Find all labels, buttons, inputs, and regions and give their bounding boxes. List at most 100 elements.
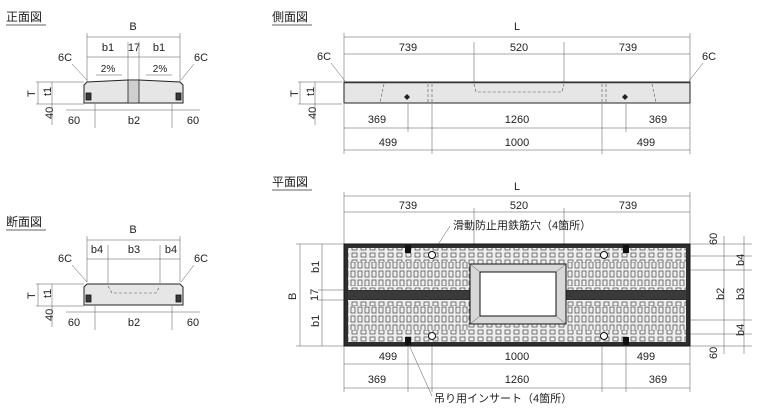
- section-dim-60-right: 60: [187, 317, 199, 329]
- section-dim-b2: b2: [128, 317, 140, 329]
- section-dim-b3: b3: [128, 244, 140, 256]
- front-dim-b2: b2: [128, 115, 140, 127]
- plan-dim-499-right: 499: [637, 351, 655, 363]
- side-dim-L: L: [514, 21, 520, 33]
- plan-dim-520: 520: [510, 200, 528, 212]
- front-insert-right: [175, 92, 182, 101]
- plan-dim-60-bottom: 60: [708, 347, 720, 359]
- front-chamfer-right: 6C: [194, 52, 208, 64]
- section-block-body: [83, 283, 184, 306]
- rebar-hole-br: [600, 332, 608, 340]
- plan-dim-17: 17: [309, 289, 321, 301]
- side-hidden-slope-right: [651, 83, 657, 104]
- plan-note-rebar-holes: 滑動防止用鉄筋穴（4箇所）: [453, 218, 591, 232]
- plan-dim-right-b2: b2: [715, 288, 727, 300]
- side-view: 側面図 L 739 520 739 6C 6C T t1 40: [272, 10, 716, 154]
- section-dim-B: B: [129, 224, 136, 236]
- plan-tread-inner-right: [566, 262, 686, 286]
- plan-lifting-inserts: [405, 245, 629, 345]
- insert-bl: [405, 337, 411, 345]
- plan-dim-1260: 1260: [505, 374, 529, 386]
- rebar-hole-tl: [428, 251, 436, 259]
- section-dim-b4-right: b4: [165, 244, 177, 256]
- side-dim-t1: t1: [305, 87, 317, 96]
- plan-view: 平面図 L 739 520 739 滑動防止用鉄筋穴（4箇所）: [272, 175, 752, 405]
- front-view: 正面図 B b1 17 b1 2% 2% 6C 6C T t1 40: [6, 10, 208, 128]
- section-recess-outline: [107, 285, 161, 294]
- front-joint: [127, 79, 140, 104]
- plan-dim-739-left: 739: [399, 200, 417, 212]
- front-slope-left: 2%: [101, 64, 116, 75]
- side-hidden-slope-left: [379, 83, 385, 104]
- side-chamfer-leader-right: [688, 62, 704, 82]
- side-dim-499-left: 499: [379, 137, 397, 149]
- plan-dim-L: L: [514, 181, 520, 193]
- insert-br: [623, 337, 629, 345]
- plan-view-title: 平面図: [272, 175, 308, 189]
- plan-recess-corner-tr: [555, 263, 567, 273]
- plan-dim-b1-bottom: b1: [310, 315, 322, 327]
- side-dim-40: 40: [307, 107, 319, 119]
- plan-dim-60-top: 60: [708, 233, 720, 245]
- side-dim-T: T: [289, 90, 301, 97]
- side-dim-1000: 1000: [505, 137, 529, 149]
- section-dim-b4-left: b4: [91, 244, 103, 256]
- rebar-hole-tr: [600, 251, 608, 259]
- front-chamfer-left: 6C: [58, 52, 72, 64]
- section-dim-60-left: 60: [68, 317, 80, 329]
- front-dim-b1-right: b1: [153, 42, 165, 54]
- front-chamfer-leader-right: [180, 63, 195, 81]
- side-chamfer-left: 6C: [317, 51, 331, 63]
- front-dim-b1-left: b1: [102, 42, 114, 54]
- side-dim-499-right: 499: [637, 137, 655, 149]
- side-dim-1260: 1260: [505, 114, 529, 126]
- side-recess-outline: [473, 83, 565, 93]
- plan-recess-corner-tl: [469, 263, 481, 273]
- plan-dim-1000: 1000: [505, 351, 529, 363]
- side-dim-739-right: 739: [619, 42, 637, 54]
- section-dim-T: T: [26, 292, 38, 299]
- insert-tl: [405, 245, 411, 253]
- front-dim-40: 40: [44, 107, 56, 119]
- side-dim-369-right: 369: [649, 114, 667, 126]
- section-chamfer-leader-left: [71, 264, 88, 283]
- plan-dim-369-left: 369: [368, 374, 386, 386]
- plan-dim-b4-top: b4: [735, 254, 747, 266]
- side-dim-739-left: 739: [399, 42, 417, 54]
- side-dim-369-left: 369: [368, 114, 386, 126]
- plan-note-insert-leader: [408, 344, 433, 397]
- section-view: 断面図 B b4 b3 b4 6C 6C T t1 40 60 b2 60: [6, 214, 208, 330]
- side-view-title: 側面図: [272, 10, 308, 24]
- plan-tread-inner-right-lower: [566, 306, 686, 330]
- section-insert-right: [175, 294, 182, 303]
- plan-recess-corner-bl: [469, 315, 481, 325]
- section-chamfer-left: 6C: [58, 253, 72, 265]
- front-dim-t1: t1: [42, 87, 54, 96]
- plan-dim-right-b3: b3: [735, 288, 747, 300]
- front-dim-60-left: 60: [68, 115, 80, 127]
- plan-tread-inner-left-lower: [348, 306, 468, 330]
- side-block-body: [343, 81, 691, 104]
- plan-dim-369-right: 369: [649, 374, 667, 386]
- front-chamfer-leader-left: [71, 63, 88, 81]
- front-dim-B: B: [129, 21, 136, 33]
- section-dim-40: 40: [44, 309, 56, 321]
- plan-tread-inner-left: [348, 262, 468, 286]
- section-chamfer-right: 6C: [194, 253, 208, 265]
- front-slope-right: 2%: [153, 64, 168, 75]
- side-chamfer-right: 6C: [702, 51, 716, 63]
- plan-dim-b4-bottom: b4: [735, 324, 747, 336]
- front-dim-60-right: 60: [187, 115, 199, 127]
- section-view-title: 断面図: [6, 214, 42, 229]
- front-dim-17: 17: [128, 42, 140, 54]
- insert-tr: [623, 245, 629, 253]
- plan-dim-499-left: 499: [379, 351, 397, 363]
- side-dim-520: 520: [510, 42, 528, 54]
- plan-note-lifting-insert: 吊り用インサート（4箇所）: [434, 391, 572, 405]
- plan-recess-corner-br: [555, 315, 567, 325]
- section-dim-t1: t1: [42, 289, 54, 298]
- section-insert-left: [85, 294, 92, 303]
- side-insert-left: [404, 94, 410, 100]
- section-chamfer-leader-right: [180, 264, 195, 283]
